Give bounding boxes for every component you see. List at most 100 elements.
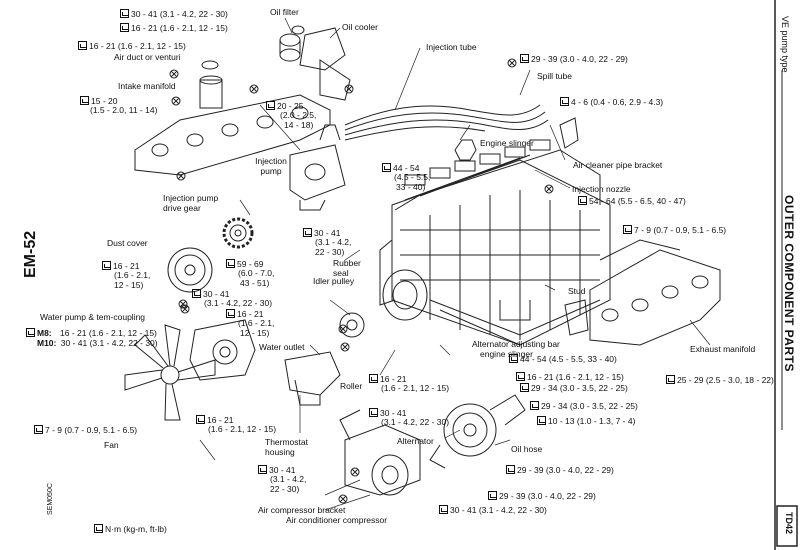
torque-spec-text: 7 - 9 (0.7 - 0.9, 5.1 - 6.5) [634,225,727,235]
exhaust-manifold-drawing [589,239,721,346]
torque-spec-text: 54 - 64 (5.5 - 6.5, 40 - 47) [589,196,686,206]
torque-spec-text: 16 - 21 [113,261,140,271]
torque-spec-text: 29 - 34 (3.0 - 3.5, 22 - 25) [531,383,628,393]
torque-spec-4: 15 - 20 [80,96,117,106]
torque-icon [439,505,448,514]
legend: N·m (kg-m, ft-lb) [94,524,167,534]
label-rubber-seal-text: Rubber seal [333,258,361,278]
bolt-size-label: M8: [37,328,52,338]
label-oil-cooler: Oil cooler [342,22,378,32]
torque-spec-1: 30 - 41 (3.1 - 4.2, 22 - 30) [120,9,228,19]
label-injection-pump: Injection pump [251,156,291,176]
label-intake-manifold: Intake manifold [118,81,176,91]
idler-pulley-drawing [339,312,365,338]
torque-spec-27: 30 - 41 [258,465,295,475]
label-engine-slinger: Engine slinger [480,138,534,148]
label-idler-pulley: Idler pulley [313,276,355,286]
torque-spec-16: 44 - 54 (4.5 - 5.5, 33 - 40) [509,354,617,364]
torque-spec-22: 7 - 9 (0.7 - 0.9, 5.1 - 6.5) [34,425,137,435]
torque-icon [78,41,87,50]
torque-spec-20: 29 - 34 (3.0 - 3.5, 22 - 25) [520,383,628,393]
engine-block-drawing [379,149,611,346]
torque-spec-text: 16 - 21 (1.6 - 2.1, 12 - 15) [60,328,157,338]
label-injection-nozzle: Injection nozzle [572,184,631,194]
torque-spec-text: 30 - 41 [314,228,341,238]
torque-icon [34,425,43,434]
torque-icon [578,196,587,205]
torque-spec-23: 16 - 21 [196,415,233,425]
label-water-pump: Water pump & tem-coupling [40,312,146,322]
torque-icon [369,374,378,383]
torque-spec-text: 30 - 41 (3.1 - 4.2, 22 - 30) [60,338,158,348]
torque-spec-text: 30 - 41 [380,408,407,418]
torque-spec-text: 10 - 13 (1.0 - 1.3, 7 - 4) [548,416,636,426]
label-roller: Roller [340,381,363,391]
torque-spec-text: 15 - 20 [91,96,118,106]
water-pump-drawing [189,319,256,381]
torque-spec-18: 25 - 29 (2.5 - 3.0, 18 - 22) [666,375,774,385]
label-injection-tube: Injection tube [426,42,477,52]
torque-spec-23b: (1.6 - 2.1, 12 - 15) [208,424,277,434]
label-alternator: Alternator [397,436,434,446]
label-ac-bracket: Air compressor bracket [258,505,346,515]
torque-spec-19: 16 - 21 [369,374,406,384]
label-oil-filter: Oil filter [270,7,299,17]
torque-spec-25: 10 - 13 (1.0 - 1.3, 7 - 4) [537,416,635,426]
label-exhaust-manifold: Exhaust manifold [690,344,756,354]
label-fan: Fan [104,440,119,450]
label-water-outlet: Water outlet [259,342,305,352]
torque-spec-10: 30 - 41 [303,228,340,238]
torque-icon [94,524,103,533]
torque-spec-28: 29 - 39 (3.0 - 4.0, 22 - 29) [488,491,596,501]
torque-spec-15c: 12 - 15) [240,328,270,338]
torque-spec-text: 29 - 39 (3.0 - 4.0, 22 - 29) [517,465,614,475]
torque-spec-text: 7 - 9 (0.7 - 0.9, 5.1 - 6.5) [45,425,138,435]
torque-spec-text: 30 - 41 [203,289,230,299]
label-oil-hose: Oil hose [511,444,543,454]
torque-spec-text: 29 - 39 (3.0 - 4.0, 22 - 29) [499,491,596,501]
ac-compressor-drawing [339,409,421,496]
label-air-cleaner-bracket: Air cleaner pipe bracket [573,160,663,170]
torque-icon [520,383,529,392]
label-thermostat-housing: Thermostat housing [265,437,317,457]
torque-spec-8c: 33 - 40) [396,182,426,192]
torque-spec-7: 4 - 6 (0.4 - 0.6, 2.9 - 4.3) [560,97,663,107]
torque-spec-8b: (4.5 - 5.5, [394,172,431,182]
torque-spec-21: 29 - 34 (3.0 - 3.5, 22 - 25) [530,401,638,411]
torque-icon [382,163,391,172]
torque-spec-10c: 22 - 30) [315,247,345,257]
bolt-size-label: M10: [37,338,57,348]
torque-spec-m8: M8: 16 - 21 (1.6 - 2.1, 12 - 15) [26,328,157,338]
injection-pump-drawing [289,124,346,211]
torque-spec-12: 16 - 21 [102,261,139,271]
dust-cover-drawing [167,247,213,293]
torque-spec-6: 29 - 39 (3.0 - 4.0, 22 - 29) [520,54,628,64]
torque-spec-text: 25 - 29 (2.5 - 3.0, 18 - 22) [677,375,774,385]
torque-spec-15b: (1.6 - 2.1, [238,318,275,328]
torque-spec-text: 20 - 25 [277,101,304,111]
torque-icon [560,97,569,106]
torque-spec-text: 30 - 41 (3.1 - 4.2, 22 - 30) [450,505,547,515]
torque-spec-27b: (3.1 - 4.2, [270,474,307,484]
torque-spec-26: 29 - 39 (3.0 - 4.0, 22 - 29) [506,465,614,475]
torque-icon [266,101,275,110]
torque-spec-12c: 12 - 15) [114,280,144,290]
section-subtitle: VE pump type [780,16,790,73]
label-alternator-bar: Alternator adjusting bar [472,339,560,349]
torque-icon [488,491,497,500]
torque-spec-14b: (3.1 - 4.2, 22 - 30) [204,298,273,308]
fan-drawing [124,324,216,421]
torque-spec-12b: (1.6 - 2.1, [114,270,151,280]
legend-text: N·m (kg-m, ft-lb) [105,524,167,534]
label-injection-pump-gear: Injection pump drive gear [163,193,238,213]
label-spill-tube: Spill tube [537,71,572,81]
torque-spec-text: 16 - 21 [237,309,264,319]
section-title: OUTER COMPONENT PARTS [782,195,796,372]
torque-icon [80,96,89,105]
torque-spec-2: 16 - 21 (1.6 - 2.1, 12 - 15) [120,23,228,33]
torque-spec-text: 4 - 6 (0.4 - 0.6, 2.9 - 4.3) [571,97,664,107]
torque-icon [537,416,546,425]
torque-icon [120,23,129,32]
torque-spec-24: 30 - 41 [369,408,406,418]
